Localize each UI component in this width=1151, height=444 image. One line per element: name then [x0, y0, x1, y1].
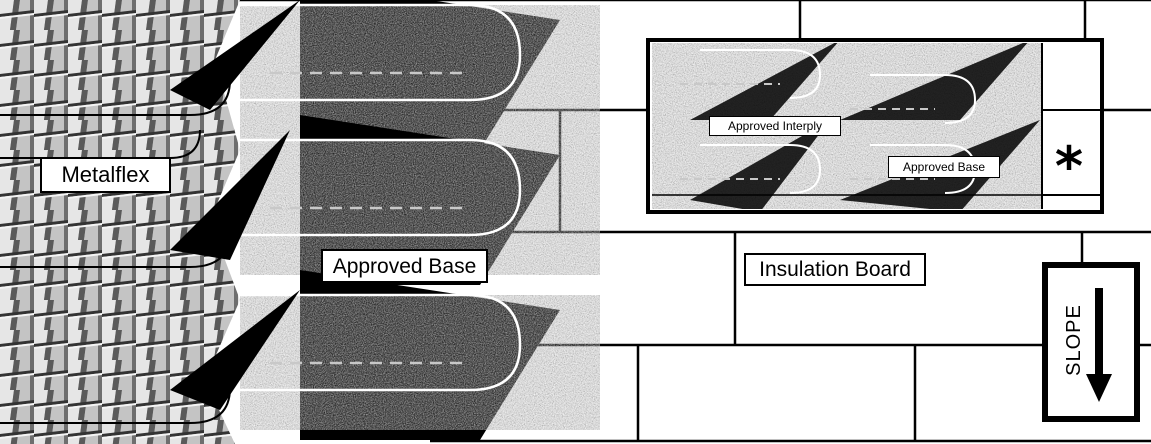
metalflex-sheets: [0, 0, 300, 444]
approved-interply-label: Approved Interply: [709, 116, 841, 136]
asterisk-icon: *: [1054, 135, 1084, 198]
detail-sheet-edge: [870, 74, 977, 124]
metalflex-seam: [0, 387, 231, 424]
detail-shadow: [690, 43, 838, 120]
down-arrow-icon: [1086, 288, 1112, 402]
slope-indicator: SLOPE: [1042, 262, 1140, 422]
metalflex-shadow: [170, 130, 290, 260]
detail-sheet-edge: [700, 49, 822, 99]
metalflex-sheet: [0, 0, 240, 444]
detail-shadow: [690, 120, 830, 209]
base-edge: [240, 293, 522, 392]
detail-shadow: [840, 43, 1028, 120]
detail-sheet-edge: [700, 144, 822, 194]
detail-inset: [646, 38, 1104, 214]
metalflex-seam: [0, 79, 231, 116]
base-edge: [240, 3, 522, 102]
insulation-board-label: Insulation Board: [744, 253, 926, 286]
metalflex-label: Metalflex: [40, 157, 171, 193]
metalflex-shadow: [170, 290, 300, 410]
approved-base-sheets: [240, 0, 600, 440]
approved-base-detail-label: Approved Base: [888, 156, 1000, 178]
detail-content: [652, 43, 1042, 209]
metalflex-seam: [0, 231, 231, 268]
base-edge: [240, 138, 522, 237]
metalflex-shadow: [170, 0, 300, 110]
slope-label: SLOPE: [1062, 304, 1085, 376]
approved-base-label: Approved Base: [321, 249, 488, 283]
